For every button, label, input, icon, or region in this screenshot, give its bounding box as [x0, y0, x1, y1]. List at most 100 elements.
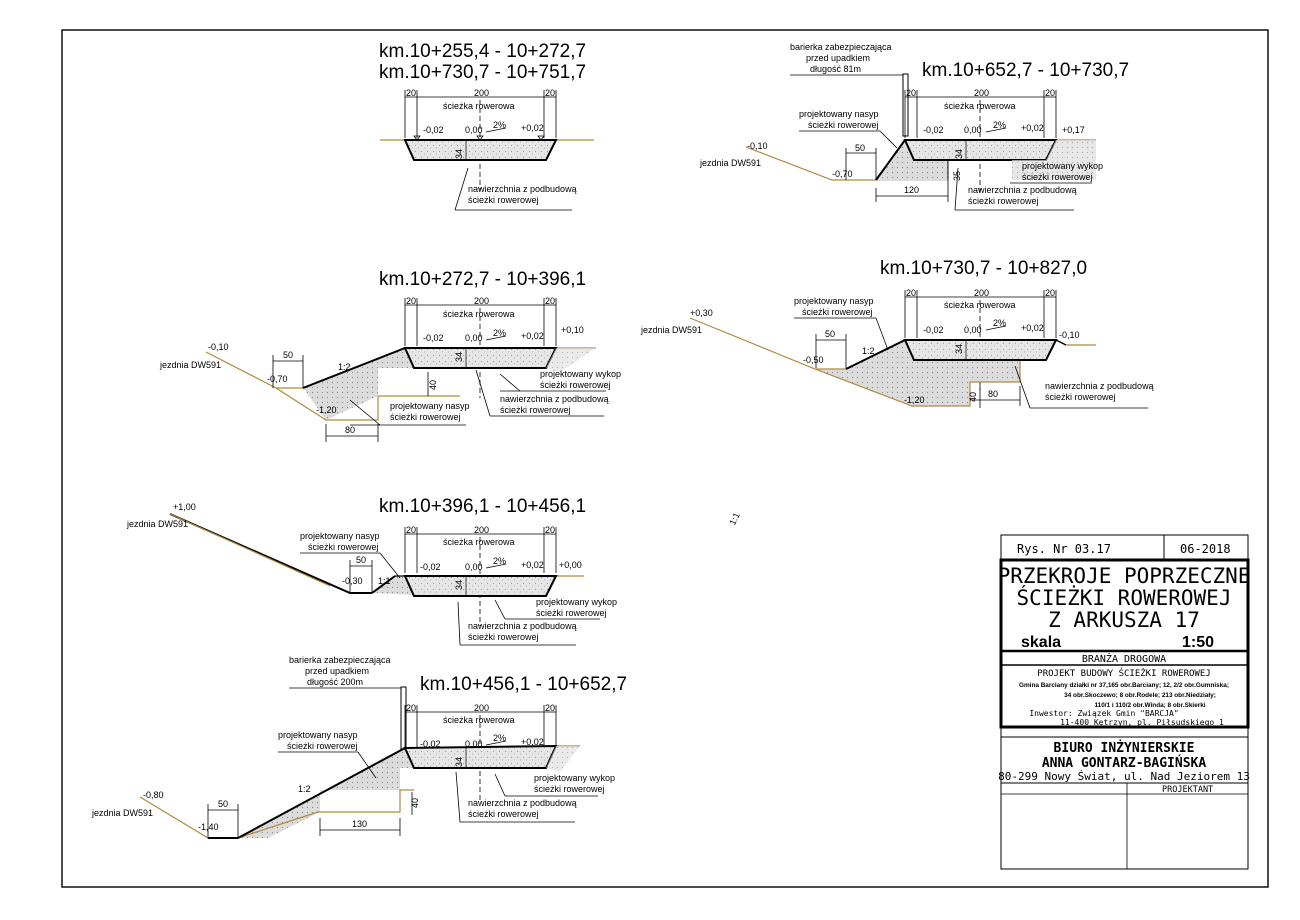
- slope-label: 2%: [493, 120, 506, 130]
- surface-note-line-2: ścieżki rowerowej: [468, 195, 539, 205]
- toe-elev: -0,50: [803, 355, 824, 365]
- dim-shoulder-right: 20: [1045, 288, 1055, 298]
- cross-section-2: km.10+652,7 - 10+730,7 barierka zabezpie…: [699, 42, 1129, 527]
- dim-width: 200: [474, 88, 489, 98]
- thickness-label: 34: [454, 757, 464, 767]
- slope-label: 2%: [493, 556, 506, 566]
- road-label: jezdnia DW591: [699, 158, 761, 168]
- barrier-note-line-3: długość 81m: [810, 64, 861, 74]
- section-1-title-line-2: km.10+730,7 - 10+751,7: [379, 62, 586, 83]
- dim-width: 200: [474, 296, 489, 306]
- cut-note-line-1: projektowany wykop: [534, 773, 615, 783]
- elev-right: +0,02: [521, 331, 544, 341]
- dim-40: 40: [428, 380, 438, 390]
- cross-section-1: km.10+255,4 - 10+272,7 km.10+730,7 - 10+…: [379, 41, 594, 211]
- elev-right: +0,02: [1021, 323, 1044, 333]
- outer-border: [61, 29, 1269, 888]
- elev-mid: 0,00: [465, 739, 483, 749]
- dim-50: 50: [283, 350, 293, 360]
- office-line-2: ANNA GONTARZ-BAGIŃSKA: [1042, 755, 1207, 771]
- dim-shoulder-right: 20: [1045, 88, 1055, 98]
- road-label: jezdnia DW591: [91, 808, 153, 818]
- dim-40: 40: [968, 392, 978, 402]
- surface-note-line-2: ścieżki rowerowej: [1045, 392, 1116, 402]
- section-5-title: km.10+396,1 - 10+456,1: [379, 496, 586, 517]
- slope-ratio: 1:2: [298, 784, 311, 794]
- road-elev: -0,10: [747, 141, 768, 151]
- path-label: ścieżka rowerowa: [443, 537, 515, 547]
- dim-120: 120: [904, 185, 919, 195]
- surface-note-line-2: ścieżki rowerowej: [468, 632, 539, 642]
- title-line-1: PRZEKROJE POPRZECZNE: [998, 564, 1251, 588]
- designer-label: PROJEKTANT: [1162, 785, 1213, 795]
- project-name: PROJEKT BUDOWY ŚCIEŻKI ROWEROWEJ: [1037, 667, 1210, 679]
- road-elev: +1,00: [173, 502, 196, 512]
- dim-shoulder-right: 20: [545, 296, 555, 306]
- surface-note-line-1: nawierzchnia z podbudową: [1045, 381, 1154, 391]
- slope-ratio: 1:1: [727, 511, 741, 527]
- elev-mid: 0,00: [964, 125, 982, 135]
- thickness-label: 34: [954, 344, 964, 354]
- path-label: ścieżka rowerowa: [443, 715, 515, 725]
- slope-label: 2%: [493, 733, 506, 743]
- path-label: ścieżka rowerowa: [443, 309, 515, 319]
- dim-shoulder-right: 20: [545, 88, 555, 98]
- barrier-note-line-1: barierka zabezpieczająca: [289, 655, 391, 665]
- dim-50: 50: [825, 329, 835, 339]
- toe-elev: -0,70: [267, 374, 288, 384]
- cross-section-3: km.10+272,7 - 10+396,1 20 200 20 ścieżka…: [159, 269, 621, 442]
- scale-label: skala: [1021, 634, 1061, 651]
- path-label: ścieżka rowerowa: [443, 101, 515, 111]
- surface-note-line-2: ścieżki rowerowej: [468, 809, 539, 819]
- dim-shoulder-right: 20: [545, 703, 555, 713]
- fill-note-line-2: ścieżki rowerowej: [308, 542, 379, 552]
- fill-note-line-1: projektowany nasyp: [794, 296, 874, 306]
- cut-note-line-2: ścieżki rowerowej: [536, 608, 607, 618]
- title-block: Rys. Nr 03.17 06-2018 PRZEKROJE POPRZECZ…: [998, 534, 1251, 870]
- fill-note-line-2: ścieżki rowerowej: [390, 412, 461, 422]
- cross-section-5: km.10+396,1 - 10+456,1 20 200 20 ścieżka…: [126, 496, 617, 646]
- elev-right: +0,02: [521, 560, 544, 570]
- cut-note-line-1: projektowany wykop: [536, 597, 617, 607]
- drawing-number: Rys. Nr 03.17: [1017, 542, 1111, 556]
- elev-left: -0,02: [420, 562, 441, 572]
- road-elev: +0,30: [690, 308, 713, 318]
- dim-width: 200: [474, 703, 489, 713]
- location-line-1: Gmina Barciany działki nr 37,165 obr.Bar…: [1019, 682, 1229, 689]
- surface-note-line-1: nawierzchnia z podbudową: [468, 621, 577, 631]
- section-4-title: km.10+730,7 - 10+827,0: [880, 258, 1087, 279]
- elev-left: -0,02: [923, 125, 944, 135]
- slope-ratio: 1:1: [378, 576, 391, 586]
- title-line-2: ŚCIEŻKI ROWEROWEJ: [1017, 585, 1232, 610]
- path-label: ścieżka rowerowa: [944, 300, 1016, 310]
- fill-note-line-1: projektowany nasyp: [300, 531, 380, 541]
- dim-80: 80: [345, 425, 355, 435]
- elev-left: -0,02: [423, 125, 444, 135]
- cut-note-line-1: projektowany wykop: [1022, 161, 1103, 171]
- office-line-1: BIURO INŻYNIERSKIE: [1054, 740, 1195, 756]
- dim-35: 35: [952, 171, 962, 181]
- section-6-title: km.10+456,1 - 10+652,7: [420, 674, 627, 695]
- toe-elev: -0,30: [342, 576, 363, 586]
- cut-note-line-1: projektowany wykop: [540, 369, 621, 379]
- surface-note-line-1: nawierzchnia z podbudową: [500, 394, 609, 404]
- elev-far: +0,17: [1062, 125, 1085, 135]
- dim-shoulder-right: 20: [545, 525, 555, 535]
- elev-left: -0,02: [423, 333, 444, 343]
- scale-value: 1:50: [1182, 634, 1214, 651]
- elev-mid: 0,00: [964, 325, 982, 335]
- elev-right: +0,02: [521, 123, 544, 133]
- location-line-2: 34 obr.Skoczewo; 8 obr.Rodele; 213 obr.N…: [1064, 692, 1216, 699]
- slope-label: 2%: [493, 328, 506, 338]
- bottom-elev: -1,20: [316, 405, 337, 415]
- dim-130: 130: [352, 819, 367, 829]
- investor-line-1: Inwestor: Związek Gmin "BARCJA": [1029, 709, 1178, 718]
- dim-shoulder-left: 20: [406, 525, 416, 535]
- elev-left: -0,02: [923, 325, 944, 335]
- elev-right: +0,02: [521, 737, 544, 747]
- drawing-date: 06-2018: [1180, 542, 1231, 556]
- elev-left: -0,02: [420, 739, 441, 749]
- road-label: jezdnia DW591: [640, 325, 702, 335]
- surface-note-line-2: ścieżki rowerowej: [500, 405, 571, 415]
